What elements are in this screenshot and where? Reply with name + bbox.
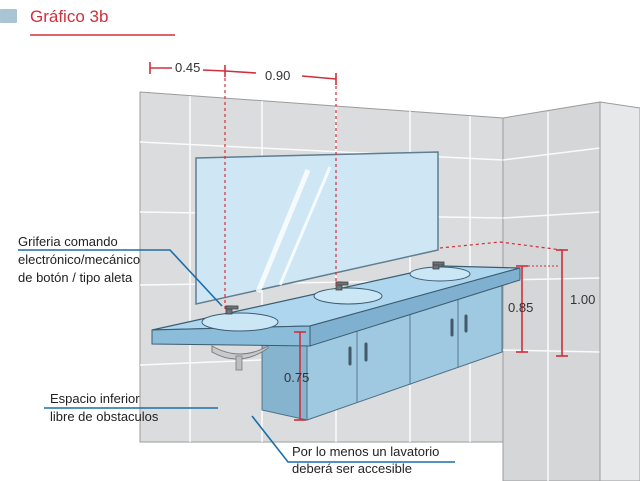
faucet-callout-line-2: electrónico/mecánico [18, 252, 140, 267]
far-wall [599, 101, 640, 481]
faucet-callout-line-1: Griferia comando [18, 234, 118, 249]
faucet-callout-line-3: de botón / tipo aleta [18, 270, 133, 285]
accessible-callout-line-1: Por lo menos un lavatorio [292, 444, 439, 459]
dim-label-085: 0.85 [508, 300, 533, 315]
space-callout-line-2: libre de obstaculos [50, 409, 159, 424]
accessible-callout-line-2: deberá ser accesible [292, 461, 412, 476]
mirror [195, 151, 439, 305]
callout-lines [18, 249, 455, 463]
dimension-lines [149, 62, 568, 421]
side-wall [502, 101, 601, 481]
title-marker [0, 9, 17, 23]
dimension-labels: 0.45 0.90 0.85 1.00 0.75 [175, 60, 595, 385]
sink-2 [313, 287, 383, 305]
faucets [225, 261, 445, 315]
space-callout-line-1: Espacio inferior [50, 391, 140, 406]
dim-label-045: 0.45 [175, 60, 200, 75]
drain-pipe [211, 345, 269, 371]
dim-label-075: 0.75 [284, 370, 309, 385]
sinks [201, 266, 471, 332]
sink-1 [201, 312, 279, 332]
sink-3 [409, 266, 471, 282]
dim-label-090: 0.90 [265, 68, 290, 83]
page-title: Gráfico 3b [30, 7, 108, 26]
vanity-cabinet [261, 281, 503, 421]
callout-texts: Griferia comando electrónico/mecánico de… [18, 234, 439, 476]
dim-label-100: 1.00 [570, 292, 595, 307]
